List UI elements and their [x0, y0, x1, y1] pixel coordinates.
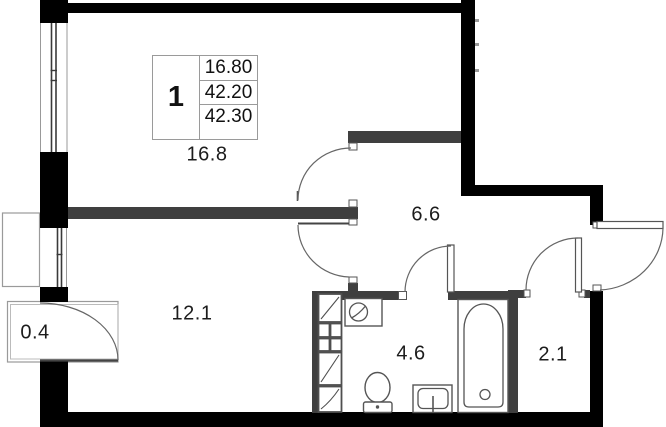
exterior-ledge — [1, 212, 41, 288]
balcony-outline — [6, 300, 119, 363]
unit-area-no-balcony: 42.20 — [200, 81, 257, 106]
exterior-walls — [40, 0, 603, 427]
window-living — [40, 23, 68, 152]
window-bedroom — [56, 228, 67, 287]
unit-area-values: 16.80 42.20 42.30 — [200, 56, 257, 129]
door-entry — [596, 220, 664, 291]
room-label-bathroom: 4.6 — [396, 342, 426, 365]
door-bedroom — [297, 222, 350, 278]
washbasin-icon — [344, 297, 383, 327]
unit-total-area: 42.30 — [204, 106, 253, 128]
neighbor-wall-stubs — [475, 19, 479, 72]
door-living-hall — [296, 147, 352, 201]
unit-info-table: 1 16.80 42.20 42.30 — [152, 55, 258, 140]
room-label-balcony: 0.4 — [20, 321, 50, 344]
washing-machine-icon — [412, 384, 453, 414]
bathtub-icon — [457, 298, 509, 414]
room-label-bedroom: 12.1 — [171, 302, 213, 325]
door-balcony — [39, 302, 119, 362]
room-label-storage: 2.1 — [538, 343, 568, 366]
toilet-icon — [362, 371, 393, 414]
interior-walls — [68, 131, 590, 413]
room-label-hallway: 6.6 — [411, 203, 441, 226]
door-bathroom — [404, 244, 455, 293]
shelf-unit-icon — [317, 293, 343, 413]
unit-living-area: 16.80 — [200, 56, 257, 81]
unit-number: 1 — [153, 56, 200, 139]
door-storage — [525, 237, 583, 293]
room-label-living: 16.8 — [186, 143, 228, 166]
